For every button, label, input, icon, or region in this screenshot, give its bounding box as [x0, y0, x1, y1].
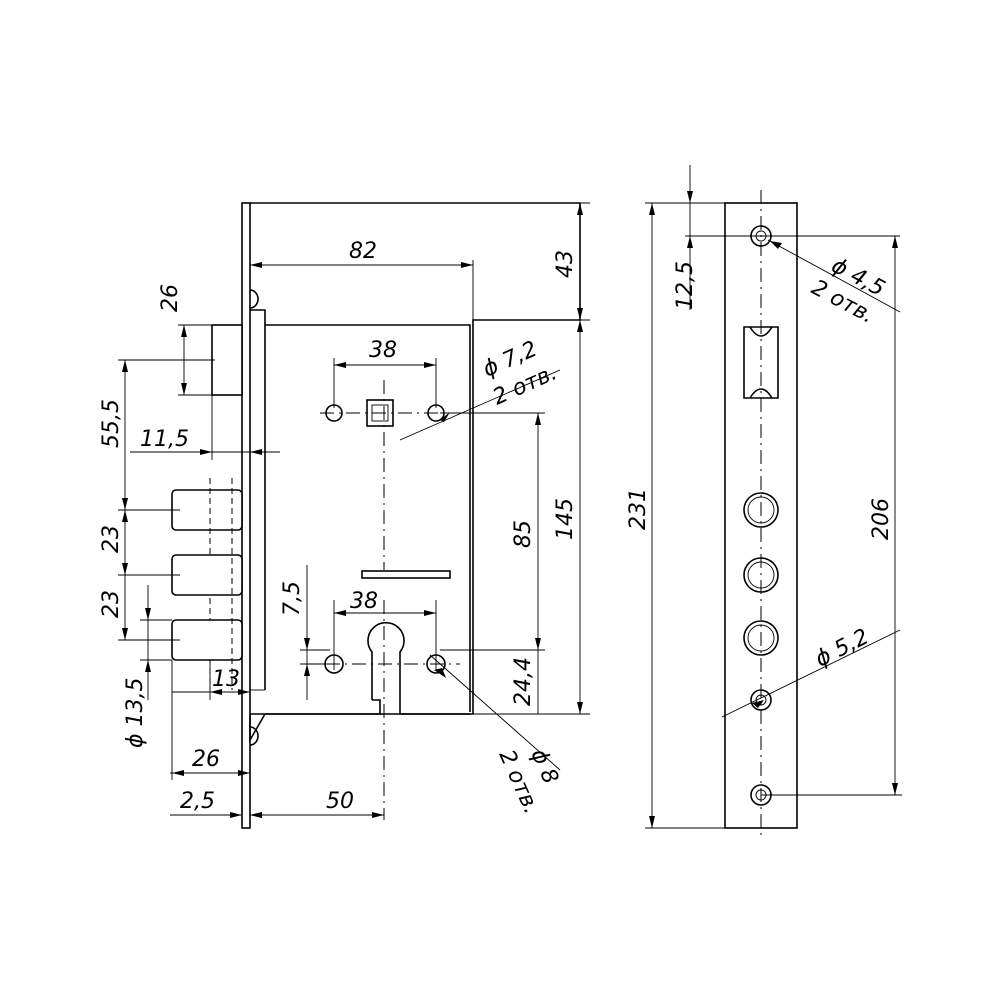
- dim-13: 13: [212, 667, 240, 692]
- faceplate-latch-opening: [743, 326, 779, 399]
- dim-38-top: 38: [369, 338, 397, 363]
- faceplate-screw-mid: [750, 689, 772, 711]
- dim-7-5: 7,5: [280, 581, 305, 616]
- lock-case-inner: [250, 309, 471, 712]
- cylinder-keyhole: [367, 621, 405, 700]
- dim-231: 231: [626, 488, 651, 530]
- dim-12-5: 12,5: [673, 261, 698, 310]
- dim-26-top: 26: [158, 284, 183, 312]
- faceplate-bolt-hole-3: [743, 620, 779, 656]
- top-boss: [249, 289, 259, 309]
- dim-13-5: ϕ 13,5: [123, 678, 148, 749]
- dim-2-5: 2,5: [180, 789, 215, 814]
- dim-23-b: 23: [99, 590, 124, 618]
- faceplate-edge: [241, 202, 251, 829]
- dim-206: 206: [869, 498, 894, 540]
- faceplate-view: [724, 190, 798, 840]
- faceplate-dimensions: 231 12,5 206 ϕ 4,5 2 отв. ϕ 5,2: [626, 165, 902, 829]
- dim-hole-5-2: ϕ 5,2: [811, 624, 873, 672]
- dim-82: 82: [349, 239, 377, 264]
- dim-85: 85: [511, 520, 536, 548]
- latch-bolt: [211, 324, 243, 396]
- lock-body-view: [171, 202, 581, 829]
- dim-43: 43: [553, 250, 578, 278]
- faceplate-bolt-hole-2: [743, 557, 779, 593]
- dim-38-bottom: 38: [350, 589, 378, 614]
- case-slot: [361, 570, 451, 579]
- dim-55-5: 55,5: [99, 399, 124, 448]
- dim-23-a: 23: [99, 525, 124, 553]
- dim-145: 145: [553, 498, 578, 540]
- dim-26-bottom: 26: [192, 747, 220, 772]
- dim-50: 50: [326, 789, 354, 814]
- front-view-dimensions: 82 43 145 85 24,4 38 ϕ 7,2: [99, 202, 590, 828]
- lock-case-outline: [250, 202, 581, 715]
- dim-24-4: 24,4: [511, 657, 536, 706]
- lock-case-bottom-rim: [249, 699, 381, 743]
- dim-11-5: 11,5: [140, 427, 189, 452]
- bottom-boss: [249, 726, 259, 746]
- faceplate-bolt-hole-1: [743, 492, 779, 528]
